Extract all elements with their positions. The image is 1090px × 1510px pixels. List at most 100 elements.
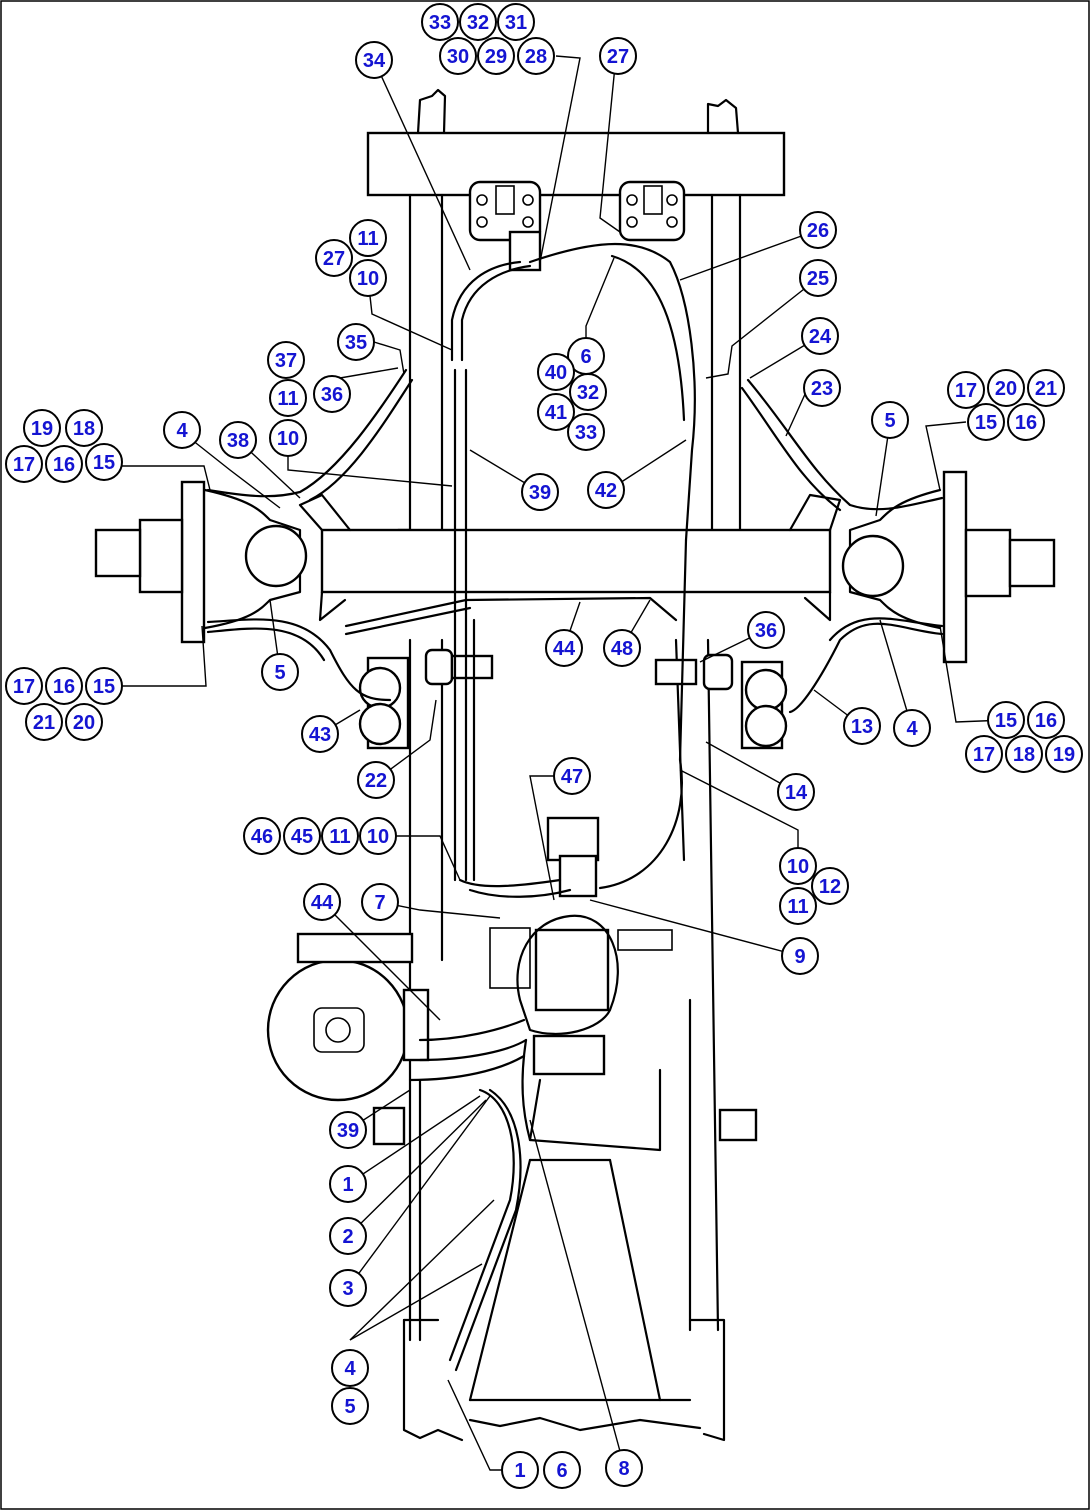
- left-stub-top: [416, 88, 447, 135]
- callout-circle: [599, 37, 637, 75]
- callout-label: 34: [363, 50, 386, 72]
- callout-circle: [1007, 403, 1045, 441]
- callout-22: 22: [357, 761, 395, 799]
- callout-circle: [329, 1269, 367, 1307]
- callout-31: 31: [497, 3, 535, 41]
- right-spindle: [964, 528, 1012, 598]
- callout-circle: [85, 443, 123, 481]
- callout-label: 16: [53, 676, 75, 698]
- cross-line-left: [344, 598, 468, 628]
- callout-5: 5: [331, 1387, 369, 1425]
- callout-label: 2: [342, 1226, 353, 1248]
- callout-label: 21: [33, 712, 55, 734]
- callout-label: 28: [525, 46, 547, 68]
- right-foot: [688, 1318, 726, 1442]
- callout-circle: [361, 883, 399, 921]
- top-right-valve: [618, 180, 686, 242]
- callout-7: 7: [361, 883, 399, 921]
- callout-circle: [349, 259, 387, 297]
- components: [266, 180, 788, 1146]
- line-top-right: [528, 243, 696, 542]
- callout-circle: [329, 1217, 367, 1255]
- callout-circle: [605, 1449, 643, 1487]
- callout-circle: [331, 1349, 369, 1387]
- callout-label: 11: [787, 896, 808, 918]
- callout-40: 40: [537, 353, 575, 391]
- line-top-right-2: [610, 254, 686, 422]
- left-spindle: [138, 518, 184, 594]
- callout-circle: [5, 445, 43, 483]
- callout-circle: [267, 341, 305, 379]
- accumulator-tank: [266, 958, 410, 1102]
- callout-circle: [357, 761, 395, 799]
- callout-circle: [1027, 701, 1065, 739]
- axle-assembly: [94, 470, 1056, 664]
- callout-label: 41: [545, 402, 567, 424]
- callout-circle: [459, 3, 497, 41]
- callout-label: 17: [13, 676, 35, 698]
- callout-label: 19: [1053, 744, 1075, 766]
- left-upper-hose: [206, 368, 408, 498]
- callout-circle: [283, 817, 321, 855]
- callout-17: 17: [5, 445, 43, 483]
- callout-15: 15: [967, 403, 1005, 441]
- axle-right-gusset-low: [803, 590, 832, 622]
- callout-circle: [799, 259, 837, 297]
- callout-16: 16: [1007, 403, 1045, 441]
- callout-circle: [781, 937, 819, 975]
- callout-label: 8: [618, 1458, 629, 1480]
- callout-circle: [23, 409, 61, 447]
- valve-47: [546, 816, 600, 862]
- callout-circle: [303, 883, 341, 921]
- callout-circle: [331, 1387, 369, 1425]
- callout-48: 48: [603, 629, 641, 667]
- callout-circle: [537, 393, 575, 431]
- accumulator-bracket: [296, 932, 414, 964]
- callout-13: 13: [843, 707, 881, 745]
- bundle-to-valve: [458, 878, 562, 888]
- callout-37: 37: [267, 341, 305, 379]
- callout-39: 39: [521, 473, 559, 511]
- callout-circle: [261, 653, 299, 691]
- callout-circle: [219, 421, 257, 459]
- lower-curve-1: [448, 1088, 515, 1362]
- callout-38: 38: [219, 421, 257, 459]
- callout-label: 31: [505, 12, 527, 34]
- callout-circle: [967, 403, 1005, 441]
- callout-circle: [65, 409, 103, 447]
- callout-label: 9: [794, 946, 805, 968]
- callout-circle: [85, 667, 123, 705]
- line-accum-1: [418, 1018, 526, 1042]
- right-upper-hose: [746, 378, 944, 511]
- callout-label: 1: [342, 1174, 353, 1196]
- callout-label: 27: [607, 46, 629, 68]
- callout-16: 16: [1027, 701, 1065, 739]
- callout-30: 30: [439, 37, 477, 75]
- callout-circle: [329, 1165, 367, 1203]
- callout-27: 27: [315, 239, 353, 277]
- callout-label: 35: [345, 332, 367, 354]
- callout-10: 10: [359, 817, 397, 855]
- callout-circle: [269, 379, 307, 417]
- callout-circle: [893, 709, 931, 747]
- callout-label: 20: [73, 712, 95, 734]
- callout-label: 24: [809, 326, 832, 348]
- main-valve: [534, 928, 610, 1012]
- callout-39: 39: [329, 1111, 367, 1149]
- right-stub-top: [706, 98, 740, 135]
- callout-circle: [163, 411, 201, 449]
- top-crossmember: [366, 131, 786, 197]
- callout-17: 17: [947, 371, 985, 409]
- callout-10: 10: [779, 847, 817, 885]
- callout-circle: [25, 703, 63, 741]
- callout-label: 17: [973, 744, 995, 766]
- callout-21: 21: [25, 703, 63, 741]
- callout-19: 19: [1045, 735, 1083, 773]
- callout-label: 39: [529, 482, 551, 504]
- callout-circle: [871, 401, 909, 439]
- callout-16: 16: [45, 445, 83, 483]
- top-left-valve: [468, 180, 542, 242]
- callout-label: 15: [975, 412, 997, 434]
- callout-4: 4: [893, 709, 931, 747]
